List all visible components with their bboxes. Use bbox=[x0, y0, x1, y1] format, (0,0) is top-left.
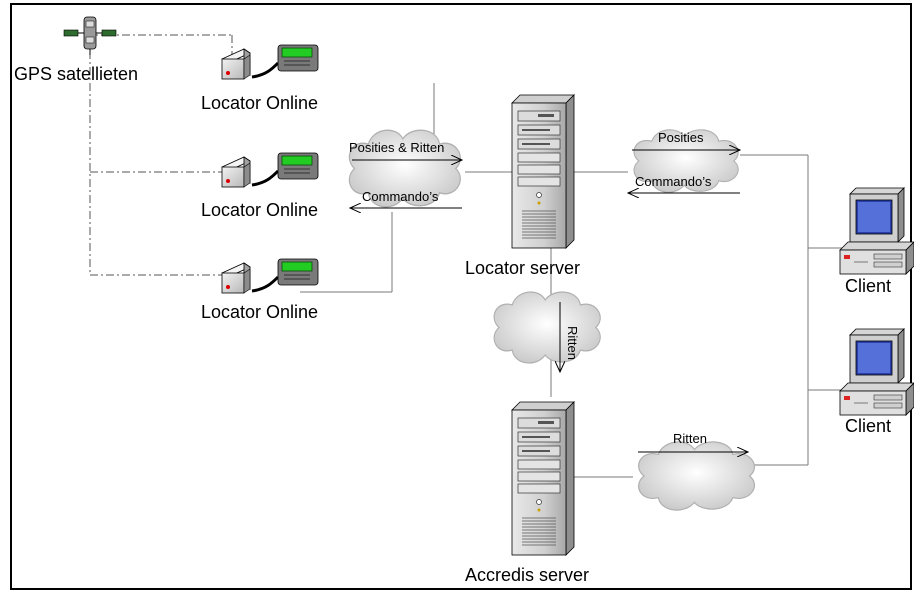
satellite-label: GPS satellieten bbox=[14, 64, 138, 84]
network-links bbox=[300, 83, 844, 478]
locator-device-icon bbox=[220, 43, 320, 81]
client-label: Client bbox=[845, 276, 891, 296]
edge-label-ritten-bottom: Ritten bbox=[673, 431, 707, 446]
server-icon bbox=[511, 401, 575, 556]
client-node-1: Client bbox=[839, 187, 914, 296]
client-node-2: Client bbox=[839, 328, 914, 436]
satellite-icon bbox=[63, 16, 117, 56]
flow-arrows bbox=[350, 150, 748, 452]
client-label: Client bbox=[845, 416, 891, 436]
edge-label-posities-right: Posities bbox=[658, 130, 704, 145]
locator-node-2: Locator Online bbox=[201, 151, 320, 220]
edge-label-commandos-right: Commando’s bbox=[635, 174, 712, 189]
locator-server-node: Locator server bbox=[465, 94, 580, 278]
locator-label: Locator Online bbox=[201, 200, 318, 220]
locator-device-icon bbox=[220, 151, 320, 189]
locator-label: Locator Online bbox=[201, 302, 318, 322]
locator-device-icon bbox=[220, 257, 320, 295]
locator-node-1: Locator Online bbox=[201, 43, 320, 113]
gps-links bbox=[89, 34, 233, 276]
locator-label: Locator Online bbox=[201, 93, 318, 113]
edge-label-commandos-left: Commando’s bbox=[362, 189, 439, 204]
computer-icon bbox=[839, 187, 914, 275]
cloud-icon bbox=[493, 291, 601, 364]
edge-label-ritten-vertical: Ritten bbox=[565, 326, 580, 360]
accredis-server-label: Accredis server bbox=[465, 565, 589, 585]
edge-label-posities-ritten: Posities & Ritten bbox=[349, 140, 444, 155]
accredis-server-node: Accredis server bbox=[465, 401, 589, 585]
satellite-node: GPS satellieten bbox=[14, 16, 138, 84]
locator-server-label: Locator server bbox=[465, 258, 580, 278]
server-icon bbox=[511, 94, 575, 249]
computer-icon bbox=[839, 328, 914, 416]
locator-node-3: Locator Online bbox=[201, 257, 320, 322]
diagram-frame bbox=[10, 3, 912, 590]
